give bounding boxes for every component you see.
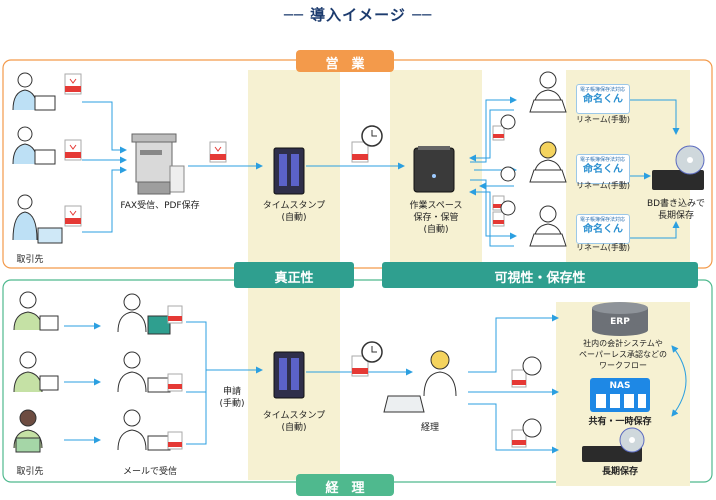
- pdf-icon-a4: [351, 355, 369, 377]
- accounting-tab: [296, 474, 394, 496]
- erp-desc-3: ワークフロー: [599, 361, 647, 370]
- nas-label: NAS: [609, 381, 631, 391]
- authenticity-label: 真正性: [274, 271, 314, 286]
- timestamp-label-sales-2: (自動): [281, 213, 307, 223]
- fax-label: FAX受信、PDF保存: [120, 201, 200, 211]
- renamer-logo-line1: 電子帳簿保存法対応: [580, 157, 626, 163]
- renamer-logo-line1: 電子帳簿保存法対応: [580, 87, 626, 93]
- pdf-icon-a5: [511, 369, 527, 388]
- nas-icon: [590, 378, 650, 412]
- visibility-label: 可視性・保存性: [494, 271, 586, 286]
- visibility-band: [382, 262, 698, 288]
- rename-label-1: リネーム(手動): [575, 115, 630, 124]
- renamer-logo-card-1: 電子帳簿保存法対応 命名くん: [576, 84, 630, 114]
- apply-label-1: 申請: [222, 387, 241, 397]
- fax-machine-icon: [131, 133, 185, 195]
- sales-staff-2: [529, 141, 567, 183]
- clock-icon-a1: [361, 341, 383, 363]
- pdf-icon-a6: [511, 429, 527, 448]
- sales-tab-label: 営 業: [325, 57, 365, 72]
- accounting-clients-label: 取引先: [16, 467, 44, 477]
- sales-clients-label: 取引先: [16, 255, 44, 265]
- accounting-client-3: [13, 409, 43, 453]
- sales-client-person-1: [12, 72, 56, 111]
- page-title: ── 導入イメージ ──: [283, 6, 433, 24]
- clock-icon-b3: [500, 200, 516, 216]
- bd-label-1: BD書き込みで: [646, 199, 706, 209]
- sales-staff-1: [529, 71, 567, 113]
- bd-drive-icon: [652, 145, 705, 190]
- pdf-icon-a2: [167, 373, 183, 392]
- rename-label-3: リネーム(手動): [575, 243, 630, 252]
- workspace-label-3: (自動): [423, 225, 449, 235]
- pdf-icon-3: [64, 205, 82, 227]
- renamer-logo-card-2: 電子帳簿保存法対応 命名くん: [576, 154, 630, 184]
- share-temp-label: 共有・一時保存: [588, 417, 652, 427]
- renamer-logo-brand: 命名くん: [583, 164, 623, 175]
- pdf-icon-b3: [492, 211, 505, 227]
- timestamp-server-icon-accounting: [273, 351, 305, 399]
- apply-label-2: (手動): [219, 399, 245, 409]
- clock-icon-a3: [522, 418, 542, 438]
- sales-client-person-2: [12, 126, 56, 165]
- longterm-label: 長期保存: [601, 467, 638, 477]
- accounting-receiver-1: [117, 293, 171, 335]
- clock-icon-b2: [500, 166, 516, 182]
- renamer-logo-card-3: 電子帳簿保存法対応 命名くん: [576, 214, 630, 244]
- pdf-icon-4: [209, 141, 227, 163]
- sales-client-person-3: [12, 194, 63, 244]
- renamer-logo-brand: 命名くん: [583, 94, 623, 105]
- workspace-label-1: 作業スペース: [409, 201, 463, 211]
- accounting-client-2: [13, 351, 59, 393]
- accounting-tab-label: 経 理: [325, 481, 365, 496]
- pdf-icon-5: [351, 141, 369, 163]
- renamer-logo-line1: 電子帳簿保存法対応: [580, 217, 626, 223]
- workspace-nas-icon: [413, 146, 455, 193]
- pdf-icon-a3: [167, 431, 183, 450]
- accounting-receiver-3: [117, 409, 171, 451]
- pdf-icon-b1: [492, 125, 505, 141]
- erp-desc-1: 社内の会計システムや: [583, 339, 663, 348]
- timestamp-label-accounting-1: タイムスタンプ: [262, 411, 326, 421]
- clock-icon-b1: [500, 114, 516, 130]
- erp-label: ERP: [610, 317, 630, 327]
- accounting-receiver-2: [117, 351, 171, 393]
- mail-received-label: メールで受信: [122, 467, 177, 477]
- accounting-client-1: [13, 291, 59, 331]
- timestamp-server-icon-sales: [273, 147, 305, 195]
- erp-database-icon: [592, 302, 648, 336]
- workspace-label-2: 保存・保管: [413, 213, 459, 223]
- erp-desc-2: ペーパーレス承認などの: [579, 350, 667, 359]
- sales-staff-3: [529, 205, 567, 247]
- pdf-icon-1: [64, 73, 82, 95]
- authenticity-band: [234, 262, 354, 288]
- accountant-person: [383, 350, 457, 413]
- timestamp-label-accounting-2: (自動): [281, 423, 307, 433]
- clock-icon-a2: [522, 356, 542, 376]
- timestamp-label-sales-1: タイムスタンプ: [262, 201, 326, 211]
- keiri-label: 経理: [420, 423, 439, 433]
- pdf-icon-2: [64, 139, 82, 161]
- sales-tab: [296, 50, 394, 72]
- pdf-icon-a1: [167, 305, 183, 324]
- rename-label-2: リネーム(手動): [575, 181, 630, 190]
- clock-icon-1: [361, 125, 383, 147]
- bd-longterm-icon: [582, 427, 645, 462]
- renamer-logo-brand: 命名くん: [583, 224, 623, 235]
- bd-label-2: 長期保存: [657, 211, 694, 221]
